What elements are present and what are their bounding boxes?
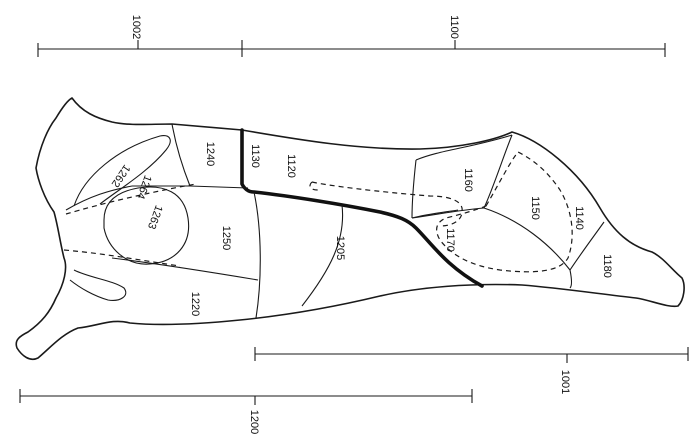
cut-label-1160: 1160 [462,168,474,192]
dashed-lines [63,151,573,273]
cut-label-1140: 1140 [573,206,585,230]
cut-label-1263: 1263 [145,203,165,230]
cut-label-1130: 1130 [249,144,261,168]
cut-label-1170: 1170 [444,228,456,252]
carcass-outline [15,97,685,361]
dimension-1001: 1001 [254,347,689,394]
cut-label-1120: 1120 [285,154,297,178]
dimension-1002: 1002 [37,15,243,57]
dimension-1200: 1200 [19,389,473,434]
cut-lines [65,123,605,319]
cut-label-1150: 1150 [529,196,541,220]
cut-label-1180: 1180 [601,254,613,278]
cut-label-1220: 1220 [189,292,201,316]
dimension-1100: 1100 [242,15,666,57]
dimension-label-1001: 1001 [559,370,571,394]
dimension-label-1002: 1002 [130,15,142,39]
cut-label-1262: 1262 [109,162,133,189]
cut-labels: 1130 1120 1160 1150 1140 1180 1170 1205 … [109,142,613,316]
cut-label-1250: 1250 [220,226,232,250]
dimension-label-1100: 1100 [448,15,460,39]
cut-label-1205: 1205 [334,236,346,260]
cut-label-1240: 1240 [204,142,216,166]
primary-cut-line [240,128,484,288]
dimension-label-1200: 1200 [248,410,260,434]
